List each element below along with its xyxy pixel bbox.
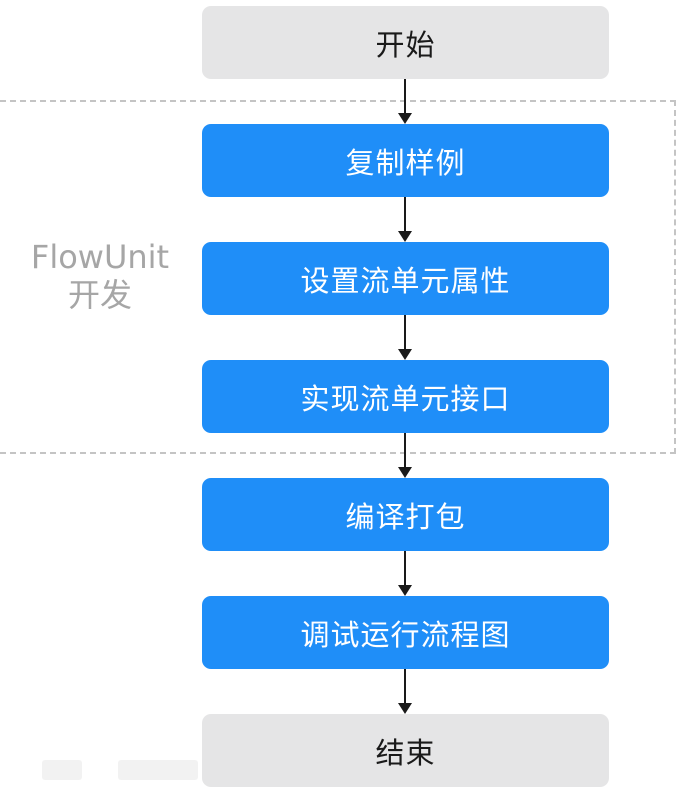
step-copy-sample: 复制样例 <box>202 124 609 197</box>
step-implement-interface: 实现流单元接口 <box>202 360 609 433</box>
arrow-connector <box>398 315 412 360</box>
watermark-mark <box>118 760 198 780</box>
start-node: 开始 <box>202 6 609 79</box>
arrow-connector <box>398 79 412 124</box>
arrow-connector <box>398 433 412 478</box>
step-compile-package: 编译打包 <box>202 478 609 551</box>
arrow-connector <box>398 197 412 242</box>
flowunit-dev-group <box>0 100 676 454</box>
group-label-line1: FlowUnit <box>30 238 170 276</box>
step-set-properties: 设置流单元属性 <box>202 242 609 315</box>
end-node: 结束 <box>202 714 609 787</box>
group-label: FlowUnit 开发 <box>22 238 178 314</box>
arrow-connector <box>398 551 412 596</box>
watermark-mark <box>42 760 82 780</box>
step-debug-run: 调试运行流程图 <box>202 596 609 669</box>
group-label-line2: 开发 <box>67 276 132 314</box>
arrow-connector <box>398 669 412 714</box>
